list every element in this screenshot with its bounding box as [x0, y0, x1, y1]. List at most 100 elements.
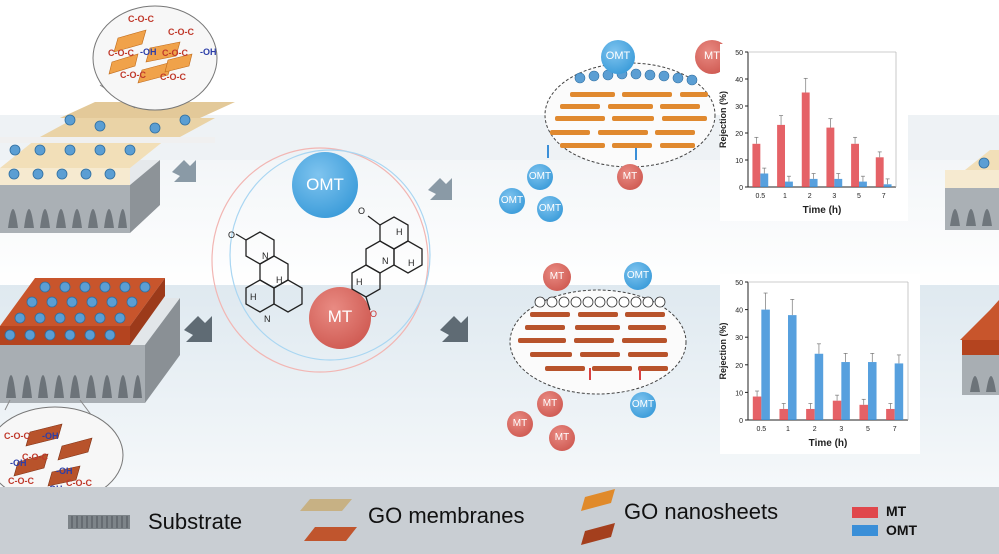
epoxy-label-6: C-O-C — [160, 72, 186, 82]
hydroxyl-label-1: -OH — [140, 47, 157, 57]
omt-molecule-large — [292, 152, 358, 218]
chart-1-x-tick-label-0: 0.5 — [756, 426, 766, 433]
omt-label-top-feed: OMT — [605, 50, 631, 62]
chart-1-bar-mt-0 — [752, 396, 762, 420]
svg-text:H: H — [408, 258, 415, 268]
chart-0-x-tick-label-0: 0.5 — [755, 193, 765, 200]
mt-label-large: MT — [327, 307, 353, 326]
chart-1-x-axis-label: Time (h) — [809, 438, 848, 449]
svg-text:H: H — [356, 277, 363, 287]
right-bottom-membrane-stack — [960, 300, 999, 395]
omt-label-bottom-permeate: OMT — [631, 399, 655, 410]
top-membrane-stack — [0, 102, 235, 233]
chart-0-y-tick-label-0: 0 — [739, 185, 743, 192]
legend-swatches — [68, 489, 878, 545]
omt-label-large: OMT — [306, 175, 344, 194]
hydroxyl-label-5: -OH — [56, 466, 73, 476]
chart-1-y-tick-label-20: 20 — [735, 363, 743, 370]
epoxy-label-4: C-O-C — [162, 48, 188, 58]
legend-bar: Substrate GO membranes GO nanosheets MT … — [0, 487, 999, 554]
go-membrane-dark-swatch — [304, 527, 357, 541]
chart-1-bar-omt-5 — [894, 363, 904, 420]
chart-1-x-tick-label-3: 3 — [839, 426, 843, 433]
chart-0-bar-mt-4 — [851, 143, 859, 187]
mt-label-top-feed: MT — [704, 50, 720, 62]
epoxy-label-8: C-O-C — [22, 452, 48, 462]
chart-0-x-tick-label-5: 7 — [882, 193, 886, 200]
molecule-structures: ONH HHO ONH HN — [211, 147, 431, 373]
mt-label-bottom-permeate-2: MT — [512, 418, 528, 429]
epoxy-label-7: C-O-C — [4, 431, 30, 441]
mt-feed-bottom — [543, 263, 571, 291]
svg-text:N: N — [382, 256, 389, 266]
omt-label-permeate-3: OMT — [538, 203, 562, 214]
chart-1-bar-mt-4 — [859, 404, 868, 420]
chart-0-bar-mt-0 — [752, 143, 761, 187]
chart-1-x-tick-label-5: 7 — [893, 426, 897, 433]
chart-1-y-tick-label-50: 50 — [735, 280, 743, 287]
chart-1-bar-omt-0 — [761, 309, 770, 420]
mt-label-bottom-permeate-3: MT — [554, 432, 570, 443]
chart-0-y-tick-label-30: 30 — [735, 104, 743, 111]
hydroxyl-label-3: -OH — [42, 431, 59, 441]
omt-feed-top — [601, 40, 635, 74]
chart-0-y-axis-label: Rejection (%) — [718, 91, 728, 148]
chart-0-bar-mt-2 — [801, 92, 810, 187]
arrow-top-2 — [428, 178, 452, 200]
chart-1-x-tick-label-2: 2 — [813, 426, 817, 433]
chart-0-bar-mt-3 — [826, 127, 835, 187]
chart-1-y-tick-label-0: 0 — [739, 418, 743, 425]
epoxy-label-3: C-O-C — [108, 48, 134, 58]
epoxy-label-9: C-O-C — [8, 476, 34, 486]
bottom-nanosheet-callout — [0, 399, 124, 504]
arrow-bottom-1 — [184, 316, 212, 342]
svg-text:H: H — [276, 275, 283, 285]
chart-0-y-tick-label-40: 40 — [735, 77, 743, 84]
chart-1-y-axis-label: Rejection (%) — [718, 322, 728, 379]
legend-mt-label: MT — [886, 503, 907, 519]
go-membrane-light-swatch — [300, 499, 352, 511]
svg-text:O: O — [370, 309, 377, 319]
go-nanosheet-dark-swatch — [581, 523, 615, 545]
epoxy-label-1: C-O-C — [128, 14, 154, 24]
chart-1-bar-omt-1 — [788, 315, 797, 420]
legend-substrate-label: Substrate — [148, 509, 243, 534]
chart-0-bar-omt-1 — [785, 181, 793, 187]
chart-0-bar-omt-3 — [834, 178, 843, 187]
omt-label-permeate-2: OMT — [500, 195, 524, 206]
chart-1-bar-omt-4 — [868, 362, 877, 420]
chart-0-x-axis-label: Time (h) — [803, 205, 842, 216]
omt-feed-bottom — [624, 262, 652, 290]
chart-0-bar-omt-5 — [883, 184, 892, 187]
chart-0-x-tick-label-2: 2 — [808, 193, 812, 200]
hydroxyl-label-4: -OH — [10, 458, 27, 468]
svg-text:N: N — [262, 251, 269, 261]
chart-0-y-tick-label-20: 20 — [735, 131, 743, 138]
mt-label-bottom-feed: MT — [549, 271, 565, 282]
chart-0-bar-omt-0 — [760, 173, 769, 187]
chart-1-bar-mt-2 — [806, 408, 815, 420]
chart-1-y-tick-label-10: 10 — [735, 390, 743, 397]
mt-label-top-permeate: MT — [622, 171, 638, 182]
epoxy-label-5: C-O-C — [120, 70, 146, 80]
epoxy-label-2: C-O-C — [168, 27, 194, 37]
chart-0-background — [720, 44, 908, 221]
chart-0-x-tick-label-4: 5 — [857, 193, 861, 200]
omt-label-permeate-1: OMT — [528, 171, 552, 182]
chart-0-bar-mt-5 — [875, 157, 884, 187]
chart-1-bar-mt-1 — [779, 408, 788, 420]
chart-0-y-tick-label-50: 50 — [735, 50, 743, 57]
chart-0-bar-omt-2 — [809, 178, 818, 187]
chart-1-y-tick-label-30: 30 — [735, 335, 743, 342]
chart-0-x-tick-label-1: 1 — [783, 193, 787, 200]
bottom-membrane-stack — [0, 278, 180, 403]
process-arrows — [172, 160, 468, 342]
chart-0-bar-mt-1 — [777, 124, 785, 187]
chart-1-y-tick-label-40: 40 — [735, 308, 743, 315]
mt-label-bottom-permeate-1: MT — [542, 398, 558, 409]
chart-1-x-tick-label-1: 1 — [786, 426, 790, 433]
